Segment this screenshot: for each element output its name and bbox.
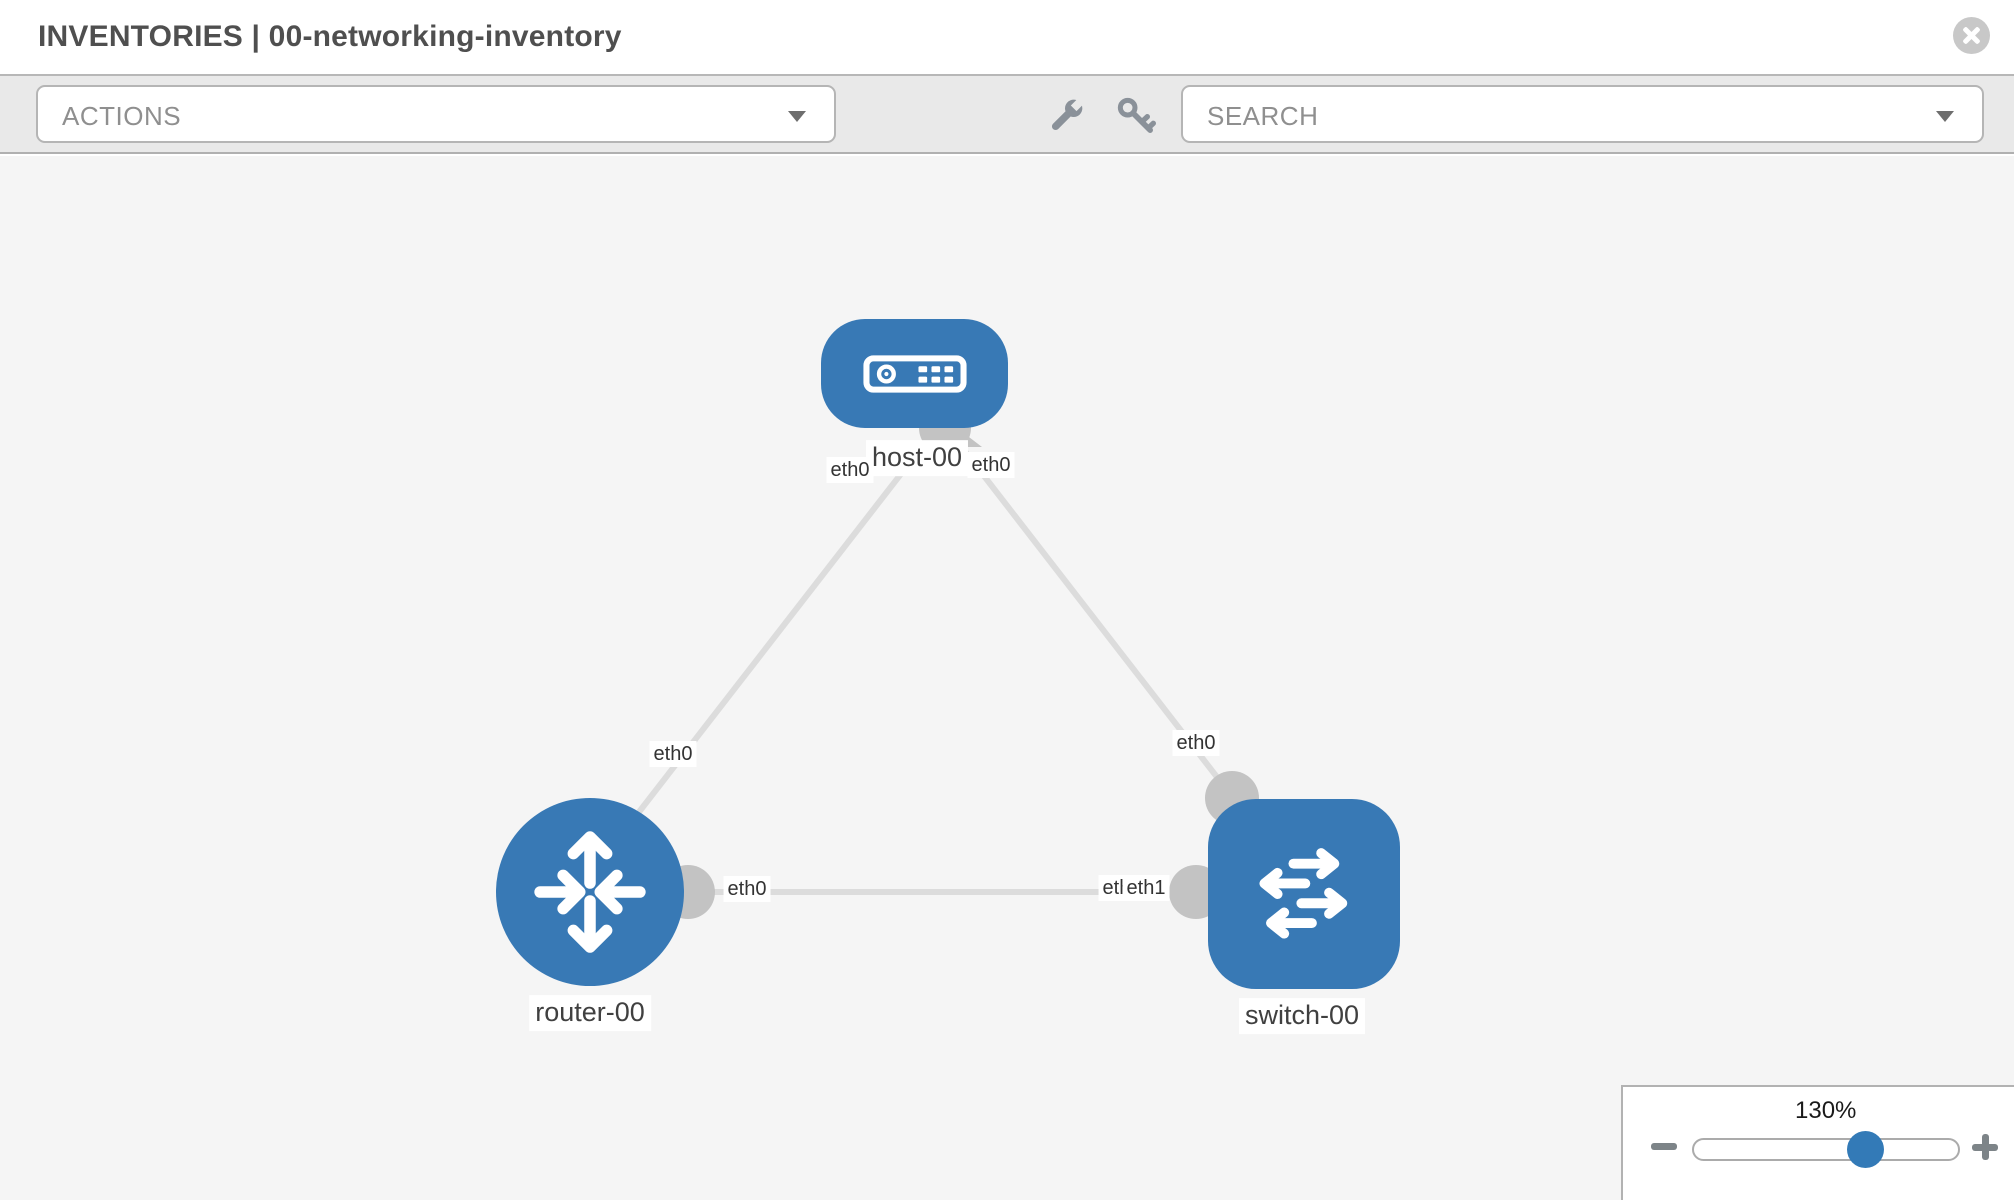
wrench-icon[interactable] bbox=[1046, 96, 1086, 136]
search-dropdown[interactable]: SEARCH bbox=[1181, 85, 1984, 143]
host-icon bbox=[862, 354, 967, 393]
interface-label-host-right: eth0 bbox=[967, 452, 1015, 478]
chevron-down-icon bbox=[1936, 111, 1954, 122]
actions-dropdown[interactable]: ACTIONS bbox=[36, 85, 836, 143]
zoom-slider-knob[interactable] bbox=[1847, 1131, 1884, 1168]
node-label-host: host-00 bbox=[865, 440, 969, 476]
interface-label-host-left: eth0 bbox=[826, 457, 874, 483]
actions-dropdown-label: ACTIONS bbox=[62, 101, 182, 131]
interface-label-router-top: eth0 bbox=[649, 741, 697, 767]
toolbar: ACTIONS SEARCH bbox=[0, 76, 2014, 154]
chevron-down-icon bbox=[788, 111, 806, 122]
topology-canvas[interactable]: host-00 router-00 switch-00 eth0 eth0 et… bbox=[0, 156, 2014, 1200]
key-icon[interactable] bbox=[1116, 96, 1156, 136]
page-title: INVENTORIES | 00-networking-inventory bbox=[38, 20, 622, 53]
plus-icon[interactable] bbox=[1972, 1134, 1998, 1160]
interface-label-link-switch-side-front: eth1 bbox=[1122, 875, 1170, 901]
minus-icon[interactable] bbox=[1651, 1143, 1677, 1150]
zoom-level-value: 130% bbox=[1795, 1097, 1857, 1124]
node-label-router: router-00 bbox=[529, 995, 651, 1031]
zoom-slider-track[interactable] bbox=[1692, 1138, 1960, 1161]
zoom-control-panel: 130% bbox=[1621, 1085, 2014, 1200]
interface-label-switch-top: eth0 bbox=[1172, 730, 1220, 756]
header: INVENTORIES | 00-networking-inventory bbox=[0, 0, 2014, 76]
node-switch-00[interactable] bbox=[1208, 799, 1400, 989]
switch-icon bbox=[1259, 848, 1348, 939]
node-label-switch: switch-00 bbox=[1238, 998, 1366, 1034]
topology-links-layer bbox=[590, 402, 1304, 919]
search-dropdown-label: SEARCH bbox=[1207, 101, 1319, 131]
node-router-00[interactable] bbox=[496, 798, 684, 986]
router-icon bbox=[534, 831, 646, 953]
interface-label-link-router-side: eth0 bbox=[723, 876, 771, 902]
node-host-00[interactable] bbox=[821, 319, 1008, 428]
close-icon[interactable] bbox=[1953, 17, 1990, 54]
